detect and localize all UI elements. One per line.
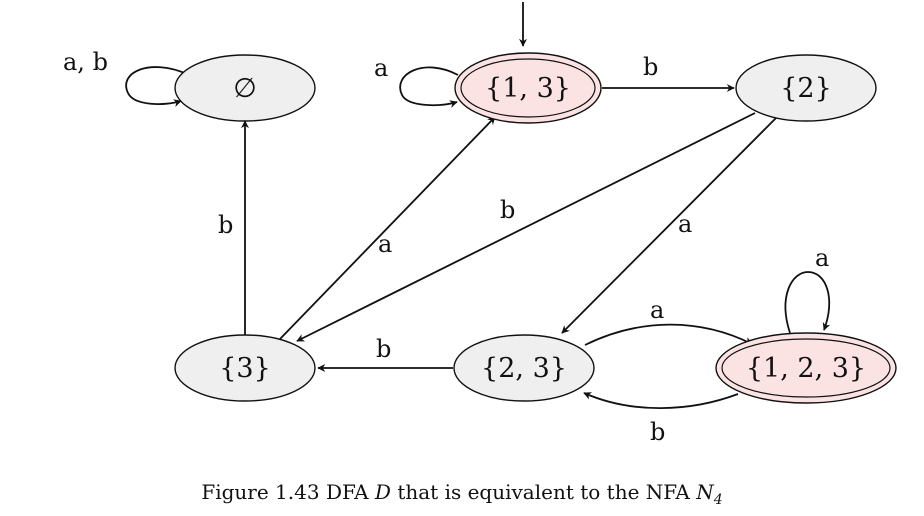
transition-label-s3-empty: b (218, 211, 233, 239)
caption-nfa-subscript: 4 (713, 492, 723, 508)
state-s2: {2} (735, 54, 877, 122)
transition-s13-loop (399, 66, 459, 108)
state-label-s2: {2} (780, 73, 832, 104)
transition-label-s2-s23: a (678, 210, 692, 238)
figure-caption: Figure 1.43 DFA D that is equivalent to … (201, 480, 722, 508)
transition-s123-loop (784, 271, 831, 334)
transition-s2-s3 (296, 112, 756, 342)
transition-label-s2-s3: b (500, 196, 515, 224)
transition-label-s3-s13: a (378, 230, 392, 258)
transition-labels: a, b a b b a a b b a b a (63, 48, 829, 446)
state-empty: ∅ (174, 54, 316, 122)
caption-prefix: Figure 1.43 DFA (201, 480, 375, 504)
state-label-empty: ∅ (233, 73, 257, 104)
state-label-s13: {1, 3} (485, 73, 571, 104)
transition-empty-loop (125, 66, 188, 107)
caption-middle: that is equivalent to the NFA (391, 480, 696, 504)
state-label-s23: {2, 3} (481, 353, 567, 384)
transition-label-s123-loop: a (815, 244, 829, 272)
transition-label-empty-loop: a, b (63, 48, 108, 76)
transition-s2-s23 (561, 117, 777, 334)
transition-label-s123-s23: b (650, 418, 665, 446)
state-s23: {2, 3} (453, 334, 595, 402)
state-s3: {3} (174, 334, 316, 402)
transition-label-s23-s3: b (376, 335, 391, 363)
transition-label-s13-s2: b (643, 53, 658, 81)
transition-label-s23-s123: a (650, 296, 664, 324)
transition-label-s13-loop: a (374, 54, 388, 82)
caption-machine: D (374, 480, 391, 504)
state-label-s123: {1, 2, 3} (746, 353, 866, 384)
transitions (125, 2, 831, 409)
state-s123: {1, 2, 3} (715, 332, 897, 404)
transition-s23-s123 (584, 323, 753, 346)
state-label-s3: {3} (219, 353, 271, 384)
state-s13: {1, 3} (454, 52, 602, 124)
states: ∅ {1, 3} {2} {3} {2, 3} {1, 2, 3} (174, 52, 897, 404)
transition-s3-s13 (279, 116, 496, 340)
caption-nfa: N (695, 480, 715, 504)
transition-s123-s23 (583, 392, 739, 409)
